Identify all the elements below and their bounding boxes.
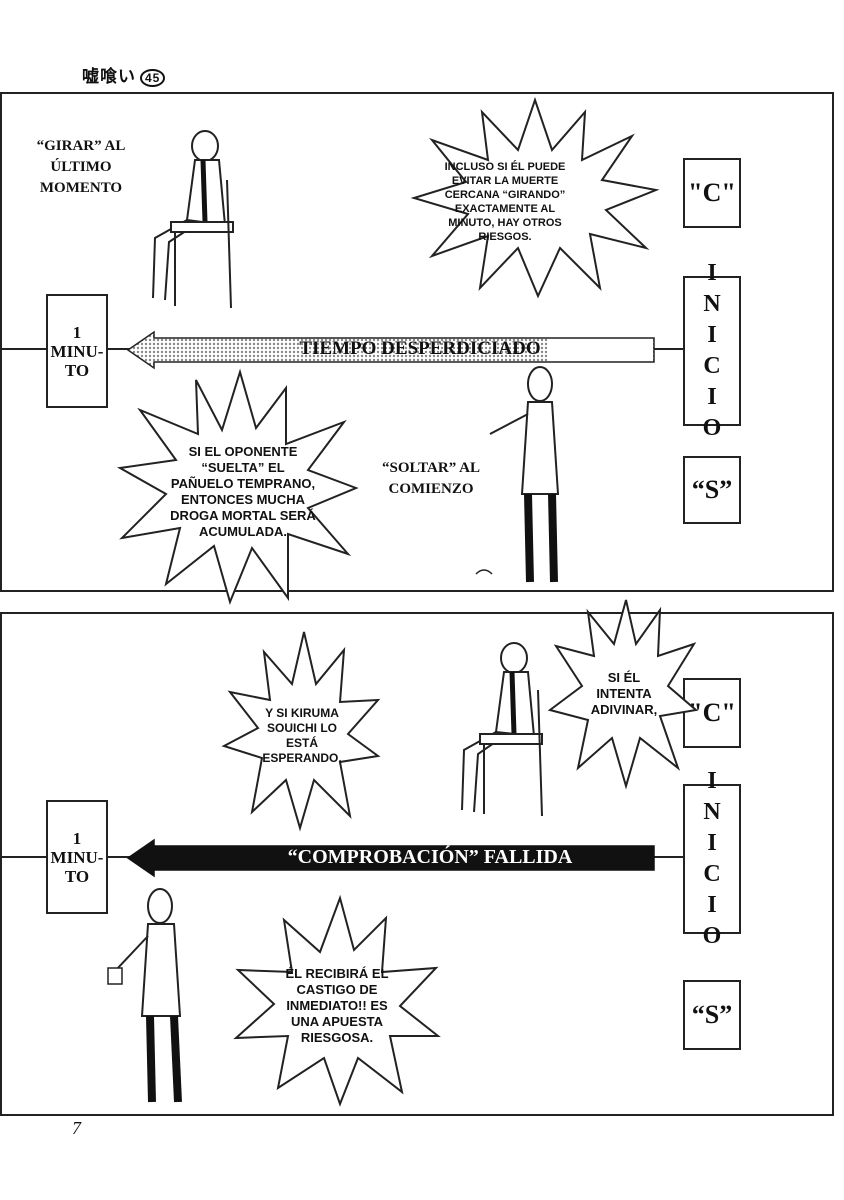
timeline-line-top-right [654,348,684,350]
character-seated-figure [461,642,543,817]
inicio-letter: I [707,768,717,794]
speech-bubble-spiky [221,631,381,832]
bubble-text-bottom-2: Y SI KIRUMA SOUICHI LO ESTÁ ESPERANDO, [262,706,342,765]
minuto-line: TO [64,360,90,380]
inicio-letter: N [703,799,721,825]
minuto-box-top: 1 MINU- TO [46,294,108,408]
bubble-text-bottom-1: SI ÉL INTENTA ADIVINAR, [590,670,658,717]
volume-badge: 45 [140,69,166,87]
page-number: 7 [72,1118,81,1138]
arrow-label-bottom: “COMPROBACIÓN” FALLIDA [287,846,573,868]
inicio-letter: I [707,830,717,856]
inicio-letter: C [703,353,721,379]
minuto-line: TO [64,866,90,886]
minuto-box-bottom: 1 MINU- TO [46,800,108,914]
minuto-line: MINU- [50,847,104,867]
inicio-box-bottom: I N I C I O [683,768,741,949]
timeline-line-bottom-mid [108,856,132,858]
arrow-wasted-time [126,330,655,370]
speech-bubble-spiky [410,96,660,299]
timeline-line-top [0,348,46,350]
inicio-letter: O [702,923,722,949]
inicio-letter: I [707,322,717,348]
character-standing-figure [475,366,560,583]
caption-girar: “GIRAR” AL ÚLTIMO MOMENTO [36,138,126,196]
timeline-line-bottom-right [654,856,684,858]
label-c-bottom: "C" [683,678,741,748]
inicio-letter: N [703,291,721,317]
character-seated-figure [152,130,234,309]
bubble-text-bottom-3: ÉL RECIBIRÁ EL CASTIGO DE INMEDIATO!! ES… [285,966,389,1045]
series-title: 嘘喰い [82,67,136,86]
arrow-label-top: TIEMPO DESPERDICIADO [299,338,541,359]
inicio-letter: C [703,861,721,887]
minuto-line: 1 [72,322,82,342]
speech-bubble-spiky [233,894,441,1107]
bubble-text-top-2: SI EL OPONENTE “SUELTA” EL PAÑUELO TEMPR… [170,444,316,539]
minuto-line: 1 [72,828,82,848]
inicio-letter: I [707,260,717,286]
minuto-line: MINU- [50,341,104,361]
label-s-bottom: “S” [683,980,741,1050]
timeline-line-bottom [0,856,46,858]
inicio-letter: O [702,415,722,441]
character-standing-figure [107,888,182,1103]
label-c-top: "C" [683,158,741,228]
timeline-line-top-mid [108,348,132,350]
speech-bubble-spiky [547,599,699,790]
speech-bubble-spiky [116,368,359,606]
bubble-text-top-1: INCLUSO SI ÉL PUEDE EVITAR LA MUERTE CER… [444,161,566,243]
caption-soltar: “SOLTAR” AL COMIENZO [382,460,480,497]
inicio-letter: I [707,384,717,410]
inicio-letter: I [707,892,717,918]
arrow-failed-check [126,838,655,878]
inicio-box-top: I N I C I O [683,260,741,441]
label-s-top: “S” [683,456,741,524]
